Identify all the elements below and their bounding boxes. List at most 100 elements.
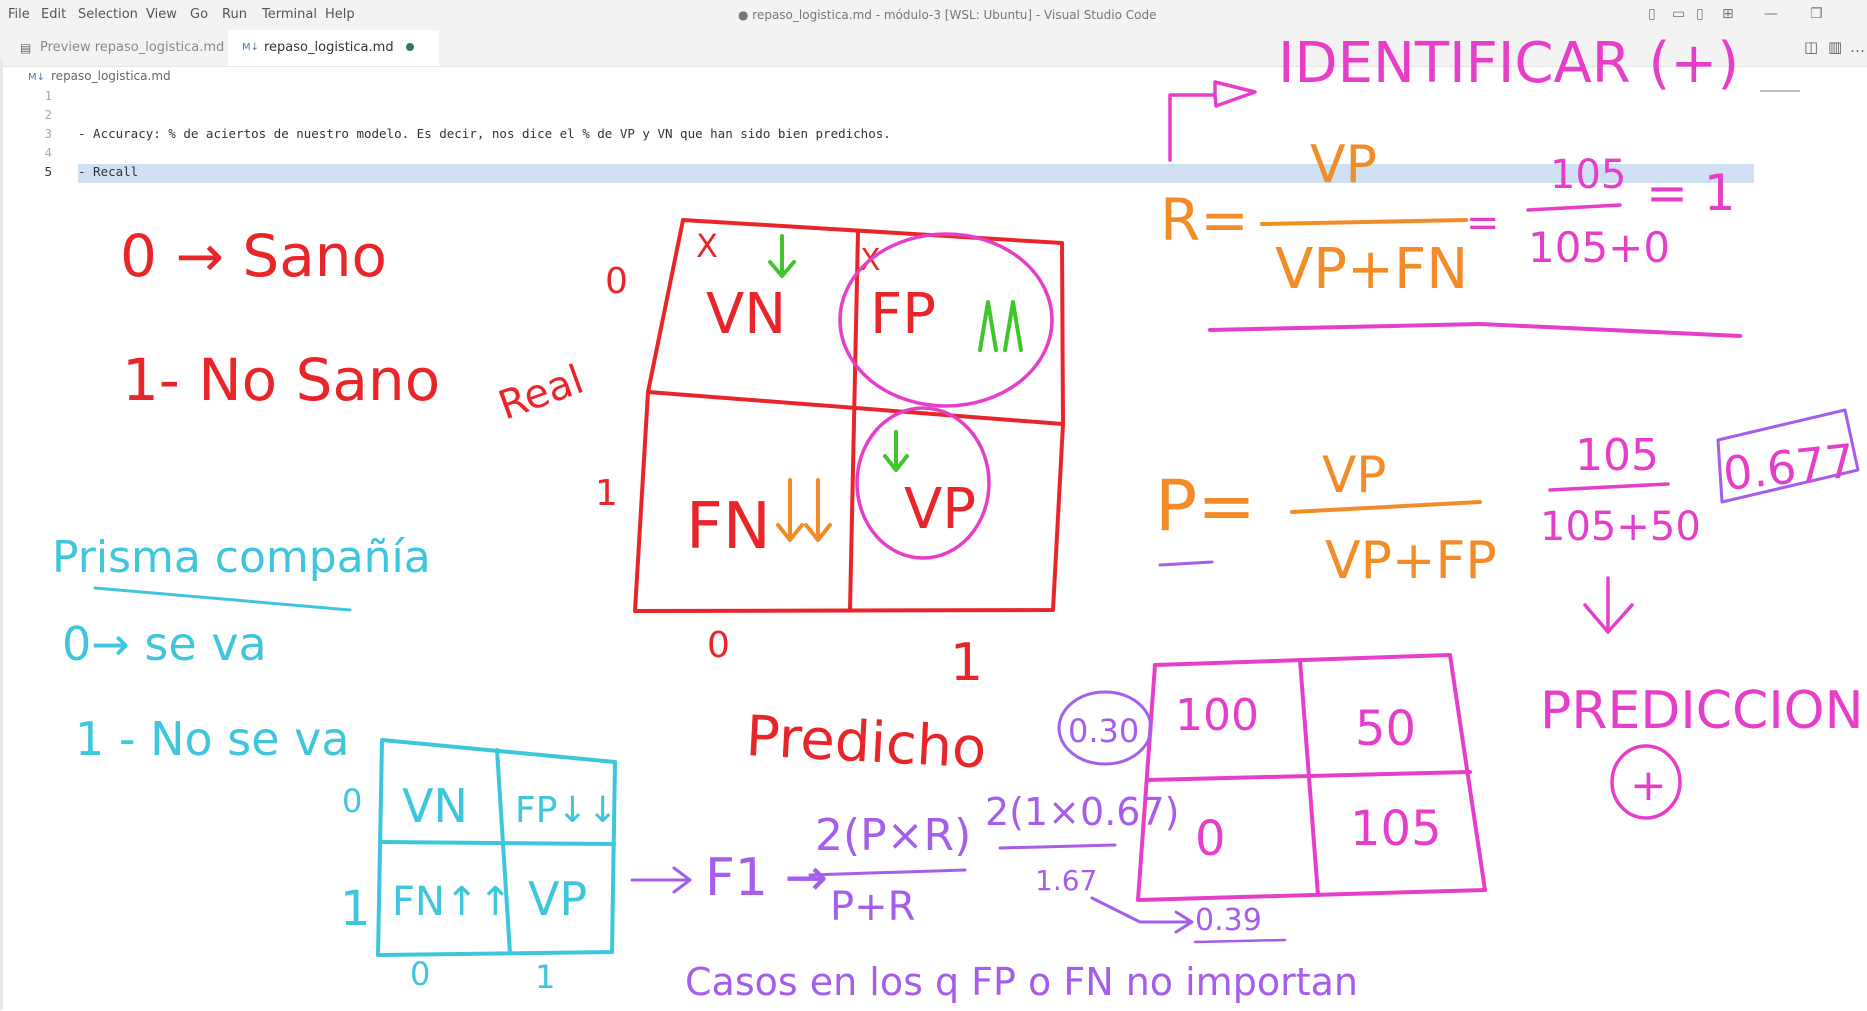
- menu-file[interactable]: File: [8, 7, 30, 22]
- f1-fraction-bar: [808, 868, 967, 877]
- f1-den2: 1.67: [1035, 864, 1097, 897]
- minimize-icon[interactable]: —: [1764, 6, 1778, 22]
- open-preview-side-icon[interactable]: ◫: [1804, 38, 1819, 56]
- precision-den2: 105+50: [1540, 504, 1701, 550]
- cyan-row-0: 0: [342, 782, 362, 820]
- tab-bar: ▤ Preview repaso_logistica.md M↓ repaso_…: [0, 30, 1867, 67]
- menu-go[interactable]: Go: [190, 7, 209, 22]
- precision-den: VP+FP: [1325, 531, 1497, 591]
- cyan-row-1: 1: [340, 881, 371, 937]
- fp-circle-icon: [838, 232, 1054, 408]
- plus-sign: +: [1630, 760, 1667, 811]
- restore-icon[interactable]: ❐: [1810, 6, 1823, 22]
- f1-result-underline: [1193, 938, 1287, 944]
- pink-matrix-v-divider: [1298, 658, 1320, 897]
- pink-matrix-outline: [1136, 653, 1487, 902]
- precision-lhs: P=: [1155, 465, 1256, 547]
- recall-formula: R= VP VP+FN = 105 105+0 = 1: [1160, 135, 1742, 338]
- purple-ink: F1 → 2(P×R) P+R 2(1×0.67) 1.67 0.39 Caso…: [630, 790, 1358, 1004]
- cyan-matrix-h-divider: [378, 840, 616, 846]
- legend-no-sano: 1- No Sano: [122, 346, 440, 414]
- f1-num2: 2(1×0.67): [985, 790, 1179, 834]
- precision-num: VP: [1322, 446, 1386, 504]
- identificar-label: IDENTIFICAR (+): [1278, 31, 1739, 96]
- cyan-col-1: 1: [535, 958, 555, 996]
- legend-sano: 0 → Sano: [120, 222, 387, 290]
- line-text[interactable]: - Accuracy: % de aciertos de nuestro mod…: [78, 126, 891, 141]
- matrix-vp: VP: [904, 477, 976, 542]
- pink-matrix: [1136, 653, 1487, 902]
- menu-help[interactable]: Help: [325, 7, 355, 22]
- editor-line: 1: [0, 88, 1760, 107]
- tab-preview[interactable]: ▤ Preview repaso_logistica.md: [20, 30, 245, 66]
- more-actions-icon[interactable]: …: [1850, 38, 1865, 56]
- menu-selection[interactable]: Selection: [78, 7, 138, 22]
- line-number: 3: [44, 126, 52, 141]
- customize-layout-icon[interactable]: ⊞: [1722, 6, 1734, 22]
- preview-icon: ▤: [20, 41, 32, 55]
- breadcrumb-file[interactable]: repaso_logistica.md: [51, 69, 171, 83]
- green-arrows: [768, 234, 1023, 472]
- markdown-icon: M↓: [242, 42, 260, 53]
- menu-view[interactable]: View: [146, 7, 177, 22]
- col-label-1: 1: [950, 633, 983, 693]
- menu-terminal[interactable]: Terminal: [262, 7, 317, 22]
- f1-result: 0.39: [1195, 903, 1262, 938]
- editor-line: 3 - Accuracy: % de aciertos de nuestro m…: [0, 126, 1760, 145]
- layout-secondary-icon[interactable]: ▯: [1696, 6, 1704, 22]
- line-number: 5: [44, 164, 52, 179]
- unsaved-dot-icon[interactable]: [405, 43, 414, 51]
- breadcrumb[interactable]: M↓repaso_logistica.md: [28, 69, 171, 83]
- f1-note: Casos en los q FP o FN no importan: [685, 960, 1358, 1004]
- f1-num: 2(P×R): [815, 810, 971, 861]
- recall-result: = 1: [1646, 164, 1736, 222]
- line-number: 4: [44, 145, 52, 160]
- side-value-circle-icon: [1057, 690, 1153, 766]
- window-title: ● repaso_logistica.md - módulo-3 [WSL: U…: [738, 8, 1157, 22]
- vp-circle-icon: [855, 406, 991, 560]
- menu-run[interactable]: Run: [222, 7, 247, 22]
- precision-fraction-bar: [1290, 500, 1482, 514]
- recall-fraction-bar: [1260, 218, 1468, 226]
- recall-num2: 105: [1550, 152, 1626, 198]
- identificar-arrow-icon: [1168, 80, 1257, 162]
- recall-eq: =: [1466, 200, 1500, 246]
- fp-up-arrows-icon: [978, 300, 1023, 352]
- cross-mark-1: X: [696, 227, 718, 265]
- precision-result: 0.677: [1721, 433, 1858, 500]
- minimap[interactable]: [1760, 90, 1800, 92]
- col-label-0: 0: [707, 625, 730, 666]
- recall-den: VP+FN: [1275, 237, 1468, 302]
- red-ink: 0 → Sano 1- No Sano Real VN FP FN VP 0 1…: [120, 218, 1065, 782]
- precision-num2: 105: [1575, 430, 1659, 481]
- menu-edit[interactable]: Edit: [41, 7, 67, 22]
- down-arrow-icon: [1583, 576, 1634, 634]
- menu-bar: File Edit Selection View Go Run Terminal…: [0, 0, 1867, 30]
- prediccion-label: PREDICCION: [1540, 681, 1864, 741]
- f1-fraction-bar2: [998, 843, 1117, 850]
- layout-panel-icon[interactable]: ▭: [1672, 6, 1686, 22]
- f1-result-arrow-icon: [1090, 896, 1194, 934]
- editor-line: 2: [0, 107, 1760, 126]
- pink-tl: 100: [1175, 690, 1259, 741]
- tab-label: Preview repaso_logistica.md: [40, 40, 225, 55]
- prisma-title: Prisma compañía: [52, 532, 431, 583]
- recall-lhs: R=: [1160, 186, 1249, 254]
- tab-label: repaso_logistica.md: [264, 40, 394, 55]
- predicho-label: Predicho: [744, 704, 988, 782]
- vp-down-arrow-icon: [883, 430, 909, 472]
- cyan-matrix-v-divider: [495, 748, 512, 955]
- prisma-1: 1 - No se va: [75, 712, 350, 766]
- precision-formula: P= VP VP+FP 105 105+50 0.677 PREDICCION …: [1155, 408, 1864, 820]
- fn-down-arrows-icon: [776, 478, 832, 542]
- line-text[interactable]: - Recall: [78, 164, 139, 179]
- layout-sidebar-icon[interactable]: ▯: [1648, 6, 1656, 22]
- vn-down-arrow-icon: [768, 234, 796, 278]
- current-line-highlight: [78, 164, 1754, 183]
- tab-markdown[interactable]: M↓ repaso_logistica.md: [228, 30, 439, 66]
- precision-fraction-bar2: [1548, 482, 1670, 492]
- pink-side: 0.30: [1068, 712, 1139, 750]
- split-editor-icon[interactable]: ▥: [1828, 38, 1843, 56]
- row-label-1: 1: [595, 473, 618, 514]
